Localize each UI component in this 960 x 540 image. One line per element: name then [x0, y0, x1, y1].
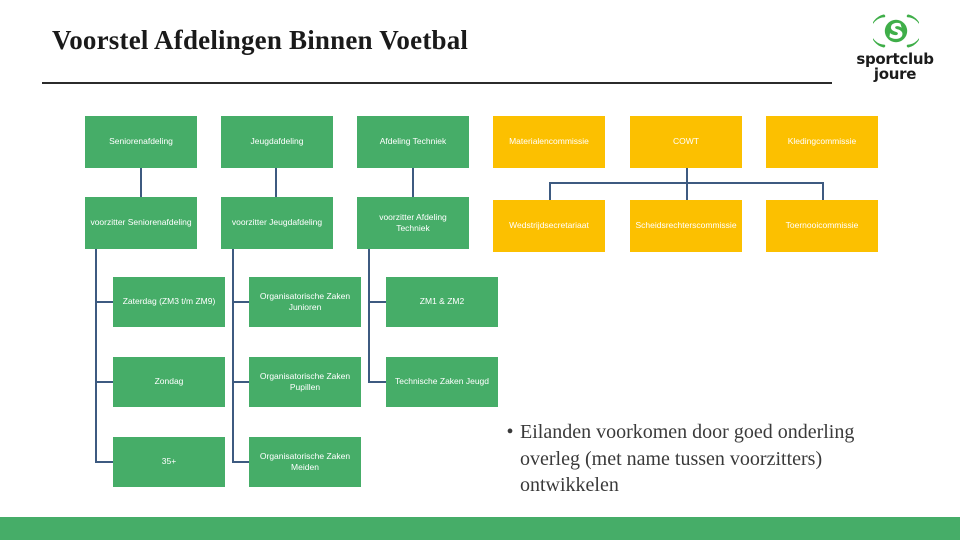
connector-col2-trunk — [232, 249, 234, 463]
node-35plus[interactable]: 35+ — [113, 437, 225, 487]
logo-line-2: joure — [873, 65, 917, 83]
connector-col3-trunk — [368, 249, 370, 383]
connector-col3-r1-r2 — [412, 168, 414, 200]
list-item: • Eilanden voorkomen door goed onderling… — [500, 419, 912, 499]
title-divider — [42, 82, 832, 84]
connector-cowt-stem — [686, 168, 688, 184]
node-afdeling-techniek[interactable]: Afdeling Techniek — [357, 116, 469, 168]
node-voorzitter-afdeling-techniek[interactable]: voorzitter Afdeling Techniek — [357, 197, 469, 249]
connector-col2-r1-r2 — [275, 168, 277, 200]
connector-col2-branch-r4 — [232, 381, 250, 383]
node-zondag[interactable]: Zondag — [113, 357, 225, 407]
node-technische-zaken-jeugd[interactable]: Technische Zaken Jeugd — [386, 357, 498, 407]
connector-cowt-drop-left — [549, 182, 551, 200]
node-jeugdafdeling[interactable]: Jeugdafdeling — [221, 116, 333, 168]
logo: sportclub joure — [845, 8, 945, 82]
node-zm1-zm2[interactable]: ZM1 & ZM2 — [386, 277, 498, 327]
node-cowt[interactable]: COWT — [630, 116, 742, 168]
connector-cowt-drop-right — [822, 182, 824, 200]
connector-col1-branch-r4 — [95, 381, 113, 383]
logo-line-1: sportclub — [856, 50, 934, 68]
page-title: Voorstel Afdelingen Binnen Voetbal — [52, 25, 469, 55]
sportclub-joure-emblem-icon — [870, 8, 922, 54]
bullet-text: Eilanden voorkomen door goed onderling o… — [520, 421, 855, 497]
connector-col1-r1-r2 — [140, 168, 142, 200]
node-scheidsrechterscommissie[interactable]: Scheidsrechterscommissie — [630, 200, 742, 252]
node-materialencommissie[interactable]: Materialencommissie — [493, 116, 605, 168]
connector-col2-branch-r3 — [232, 301, 250, 303]
node-seniorenafdeling[interactable]: Seniorenafdeling — [85, 116, 197, 168]
connector-col3-branch-r3 — [368, 301, 386, 303]
connector-col2-branch-r5 — [232, 461, 250, 463]
connector-col1-branch-r5 — [95, 461, 113, 463]
bullet-list: • Eilanden voorkomen door goed onderling… — [500, 419, 912, 499]
node-organisatorische-zaken-pupillen[interactable]: Organisatorische Zaken Pupillen — [249, 357, 361, 407]
node-kledingcommissie[interactable]: Kledingcommissie — [766, 116, 878, 168]
node-toernooicommissie[interactable]: Toernooicommissie — [766, 200, 878, 252]
footer-accent-bar — [0, 517, 960, 540]
node-organisatorische-zaken-meiden[interactable]: Organisatorische Zaken Meiden — [249, 437, 361, 487]
node-zaterdag-zm3-zm9[interactable]: Zaterdag (ZM3 t/m ZM9) — [113, 277, 225, 327]
connector-cowt-drop-center — [686, 182, 688, 200]
logo-wordmark: sportclub joure — [845, 52, 945, 82]
node-voorzitter-seniorenafdeling[interactable]: voorzitter Seniorenafdeling — [85, 197, 197, 249]
node-wedstrijdsecretariaat[interactable]: Wedstrijdsecretariaat — [493, 200, 605, 252]
node-organisatorische-zaken-junioren[interactable]: Organisatorische Zaken Junioren — [249, 277, 361, 327]
connector-col3-branch-r4 — [368, 381, 386, 383]
node-voorzitter-jeugdafdeling[interactable]: voorzitter Jeugdafdeling — [221, 197, 333, 249]
bullet-marker-icon: • — [506, 421, 514, 443]
connector-col1-branch-r3 — [95, 301, 113, 303]
connector-col1-trunk — [95, 249, 97, 463]
